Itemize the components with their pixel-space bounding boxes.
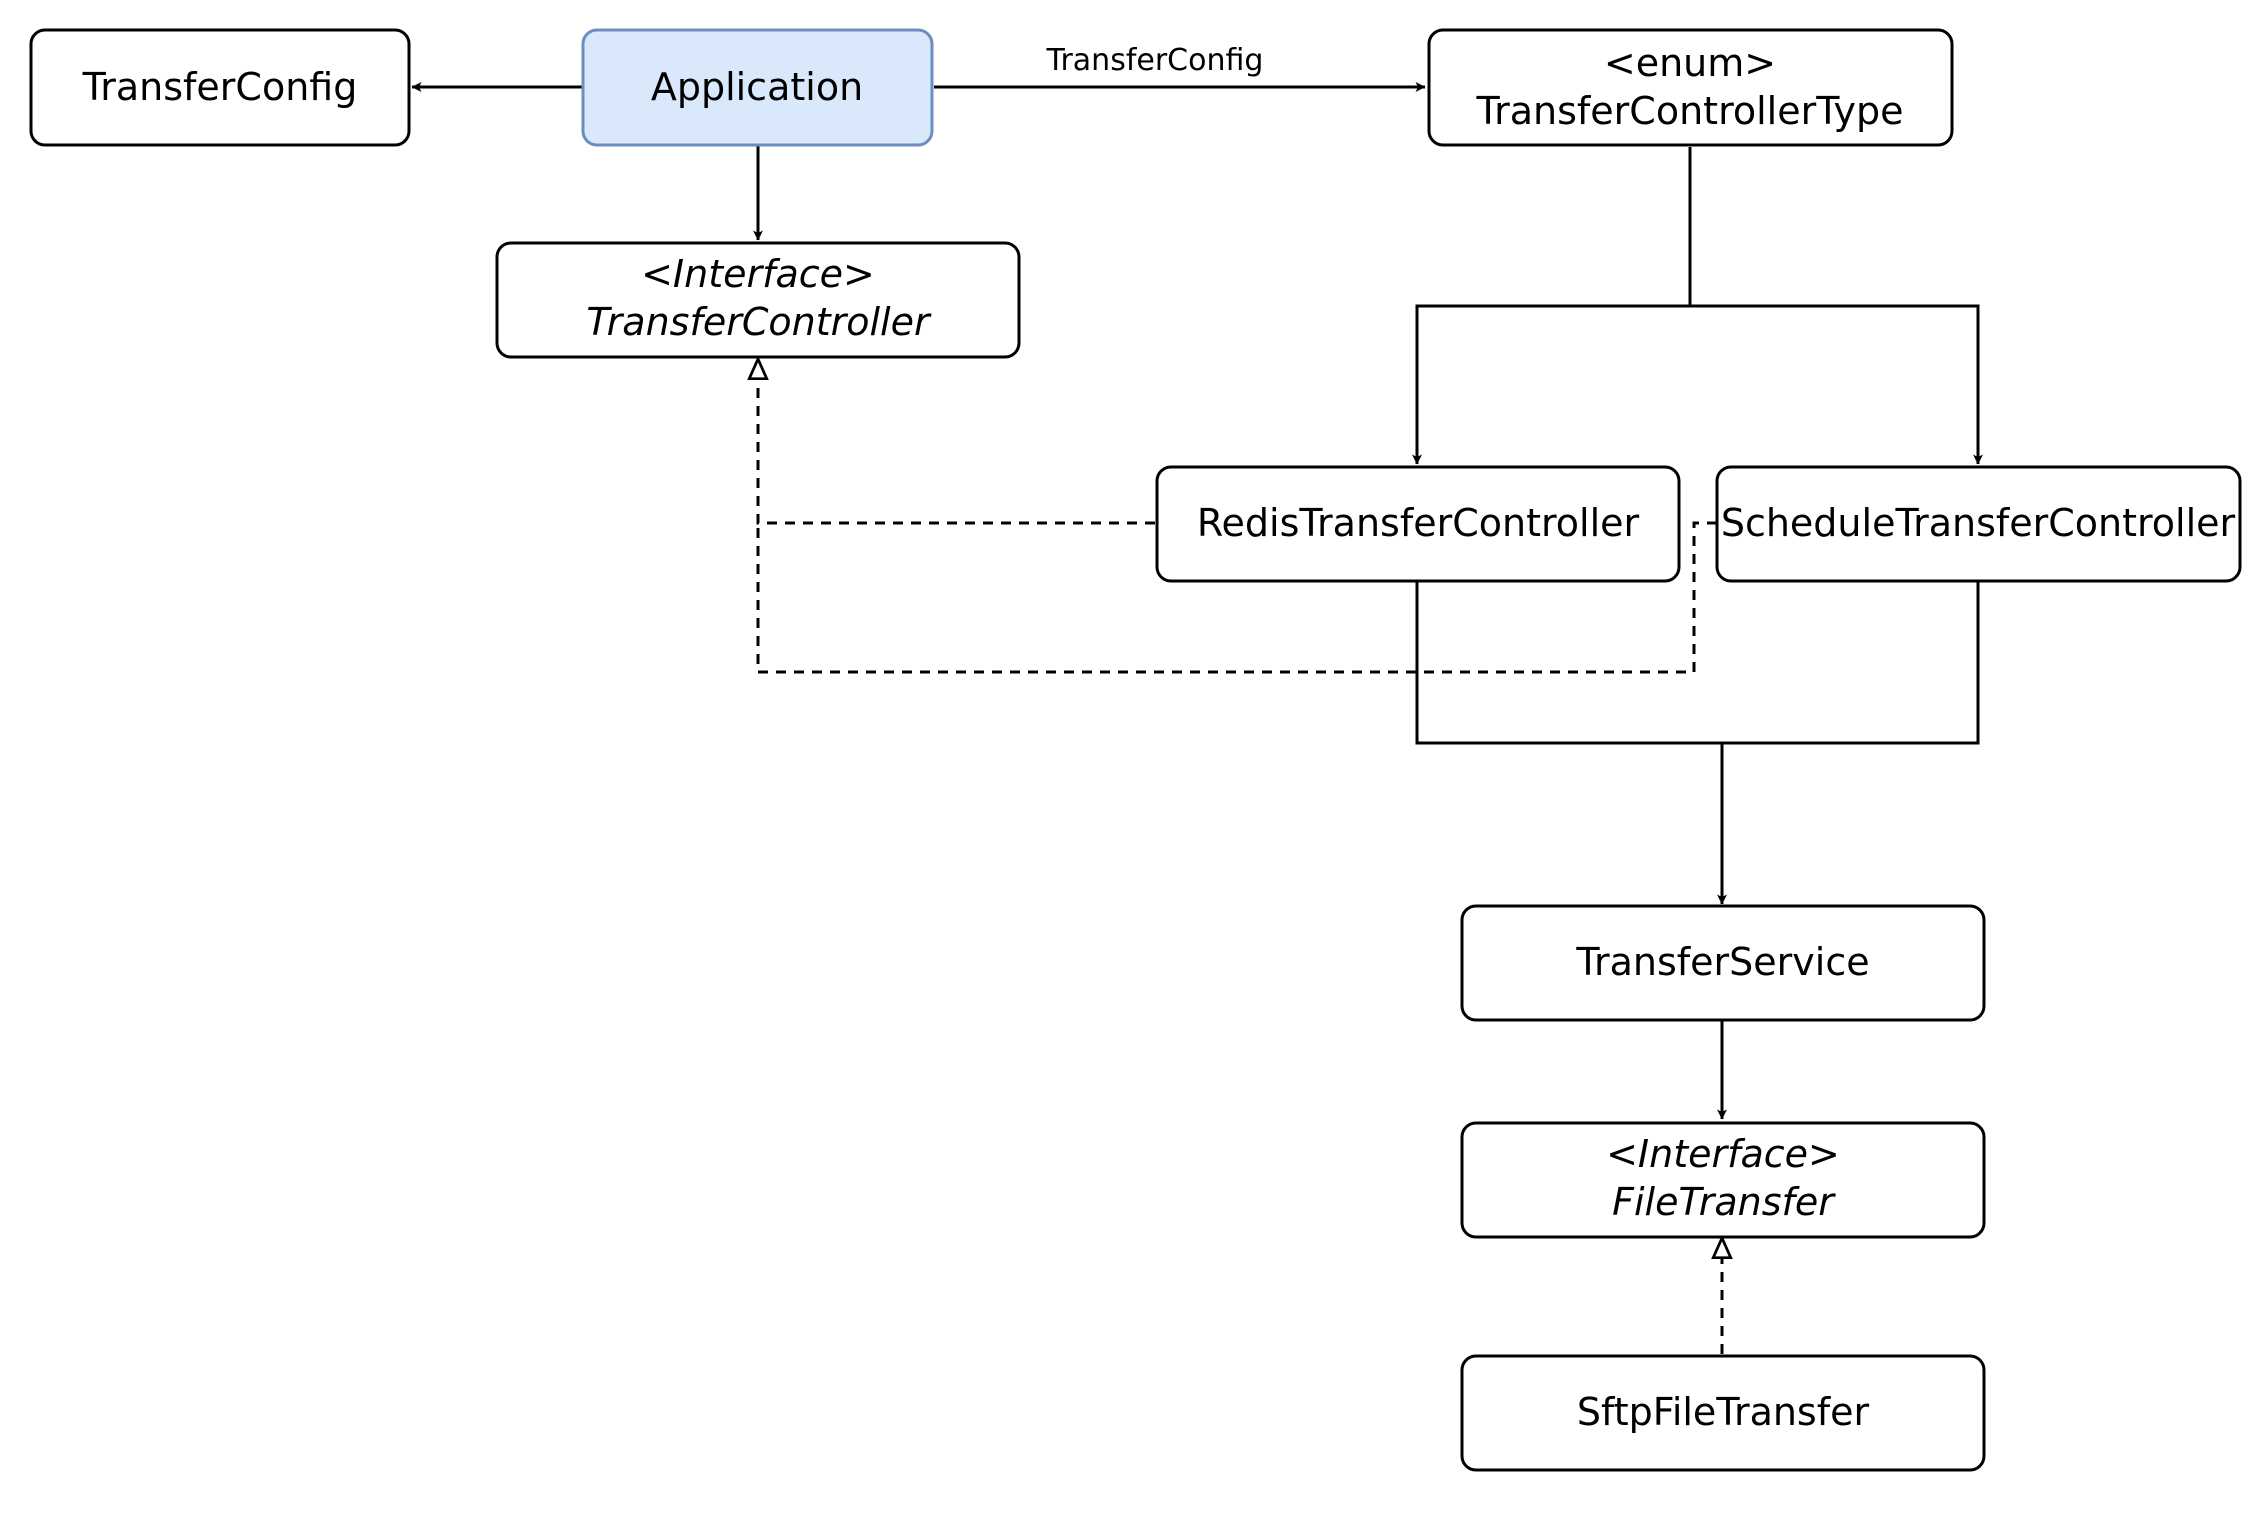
node-filetransfer-name: FileTransfer: [1612, 1180, 1836, 1224]
edge-schedule-to-transferservice: [1722, 582, 1980, 745]
edge-type-to-redis: [1412, 147, 1692, 465]
edge-redis-implements-transfercontroller: [758, 359, 1155, 525]
node-sftpfiletransfer: SftpFileTransfer: [1460, 1354, 1986, 1472]
node-transferservice-label: TransferService: [1575, 940, 1869, 984]
node-application: Application: [581, 28, 934, 147]
node-application-label: Application: [651, 65, 863, 109]
node-transfercontrollertype-stereotype: <enum>: [1604, 41, 1776, 85]
node-sftpfiletransfer-label: SftpFileTransfer: [1577, 1390, 1870, 1434]
edge-schedule-implements-transfercontroller: [756, 521, 1717, 674]
edge-type-to-schedule: [1688, 147, 1983, 465]
node-scheduletransfercontroller-label: ScheduleTransferController: [1721, 501, 2236, 545]
node-transfercontroller-interface: <Interface> TransferController: [495, 241, 1021, 359]
node-transferconfig-label: TransferConfig: [82, 65, 358, 109]
node-transfercontrollertype: <enum> TransferControllerType: [1427, 28, 1954, 147]
node-transfercontroller-stereotype: <Interface>: [641, 252, 875, 296]
node-filetransfer-stereotype: <Interface>: [1606, 1132, 1840, 1176]
node-filetransfer-interface: <Interface> FileTransfer: [1460, 1121, 1986, 1239]
node-transfercontrollertype-name: TransferControllerType: [1476, 89, 1904, 133]
edge-redis-to-transferservice: [1415, 582, 1727, 905]
edge-label-transferconfig: TransferConfig: [1046, 43, 1264, 78]
node-scheduletransfercontroller: ScheduleTransferController: [1715, 465, 2242, 583]
node-redistransfercontroller: RedisTransferController: [1155, 465, 1681, 583]
node-transferservice: TransferService: [1460, 904, 1986, 1022]
node-transferconfig: TransferConfig: [29, 28, 411, 147]
node-transfercontroller-name: TransferController: [586, 300, 932, 344]
node-redistransfercontroller-label: RedisTransferController: [1197, 501, 1640, 545]
